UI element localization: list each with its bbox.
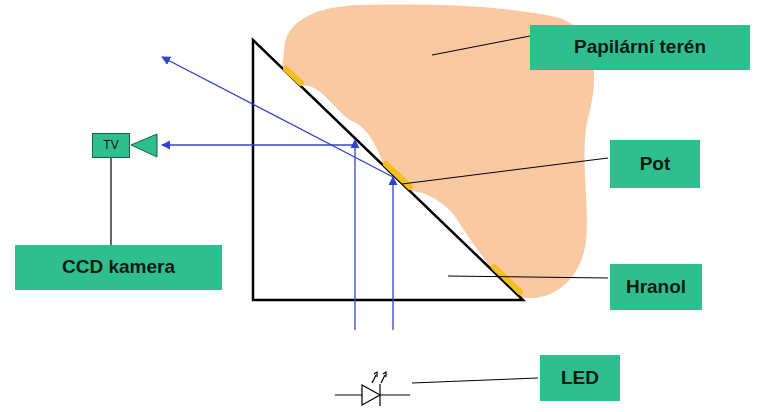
label-box: Papilární terén [530,25,750,70]
label-box: Hranol [610,264,702,310]
led-symbol [335,372,410,406]
label-box: Pot [610,140,700,188]
label-text: Hranol [626,277,686,298]
connector-line [110,158,111,245]
label-box: LED [540,355,620,401]
camera-lens [131,134,157,157]
label-text: Pot [640,154,671,175]
label-text: CCD kamera [62,257,175,278]
label-text: TV [103,139,118,152]
prism [253,40,523,300]
label-text: Papilární terén [574,37,706,58]
sweat-spots [286,69,520,292]
leader-lines [402,36,608,383]
camera-body: TV [92,133,130,158]
label-text: LED [561,368,599,389]
label-box: CCD kamera [15,245,222,290]
